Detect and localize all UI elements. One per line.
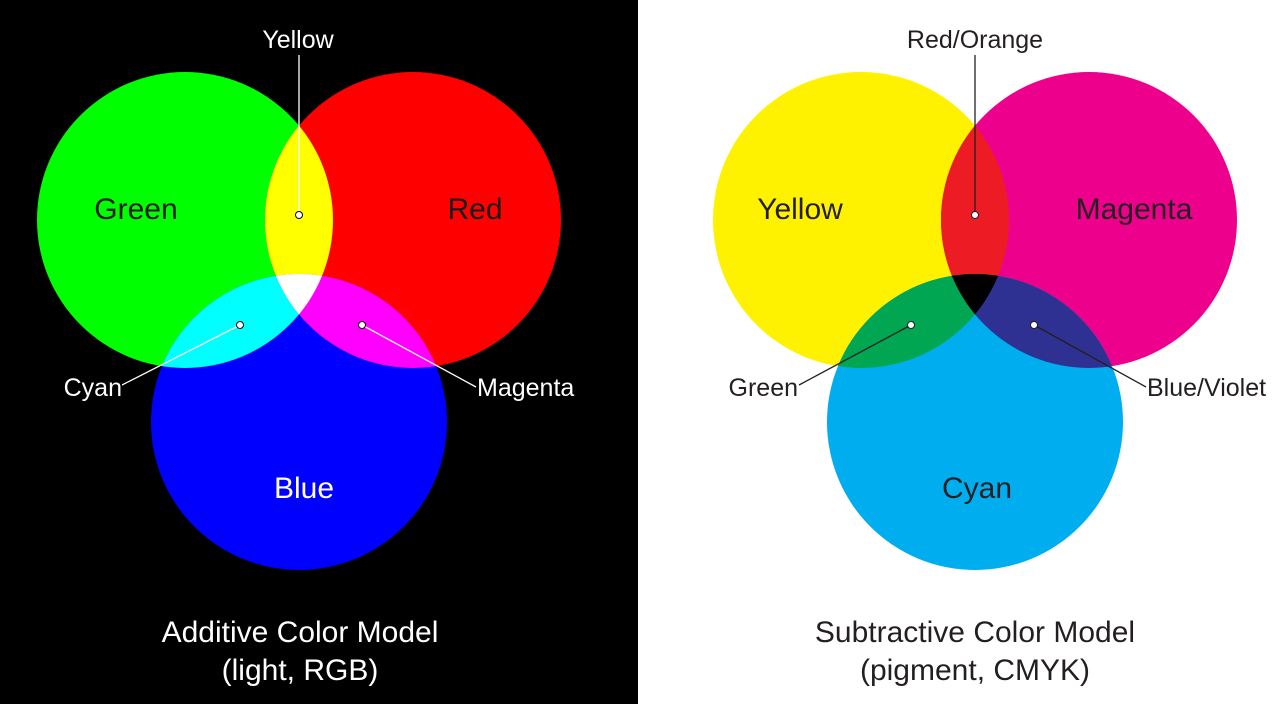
additive-cyan-overlap-label: Cyan [64,374,122,402]
additive-caption-title: Additive Color Model [162,616,439,649]
subtractive-red-orange-dot [971,211,979,219]
subtractive-blue-violet-overlap-label: Blue/Violet [1147,374,1266,402]
additive-magenta-overlap [265,274,447,368]
subtractive-leader-dots [907,211,1038,329]
additive-panel: Green Red Blue Yellow Cyan Magenta Addit… [0,0,638,704]
additive-cyan-dot [236,321,244,329]
additive-leader-dots [236,211,366,329]
additive-red-label: Red [447,193,502,226]
subtractive-cyan-label: Cyan [942,472,1012,505]
subtractive-panel: Yellow Magenta Cyan Red/Orange Green Blu… [638,0,1284,704]
additive-yellow-dot [295,211,303,219]
additive-yellow-overlap-label: Yellow [262,26,334,54]
subtractive-red-orange-overlap-label: Red/Orange [907,26,1043,54]
subtractive-blue-violet-leader [1033,324,1147,388]
subtractive-leader-lines [798,55,1147,388]
subtractive-blue-violet-overlap [941,274,1123,368]
subtractive-blue-violet-dot [1030,321,1038,329]
subtractive-green-overlap-label: Green [729,374,798,402]
subtractive-magenta-label: Magenta [1076,193,1193,226]
subtractive-caption-subtitle: (pigment, CMYK) [860,654,1090,687]
additive-magenta-dot [358,321,366,329]
subtractive-yellow-label: Yellow [757,193,843,226]
additive-magenta-overlap-label: Magenta [477,374,574,402]
subtractive-caption-title: Subtractive Color Model [815,616,1135,649]
additive-green-label: Green [94,193,177,226]
subtractive-green-leader [798,324,912,386]
additive-blue-label: Blue [274,472,334,505]
additive-leader-lines [121,55,477,388]
subtractive-green-overlap [827,274,1009,368]
additive-caption-subtitle: (light, RGB) [222,654,379,687]
additive-magenta-leader [361,324,477,388]
additive-cyan-overlap [151,274,333,368]
subtractive-green-dot [907,321,915,329]
additive-cyan-leader [121,324,241,386]
